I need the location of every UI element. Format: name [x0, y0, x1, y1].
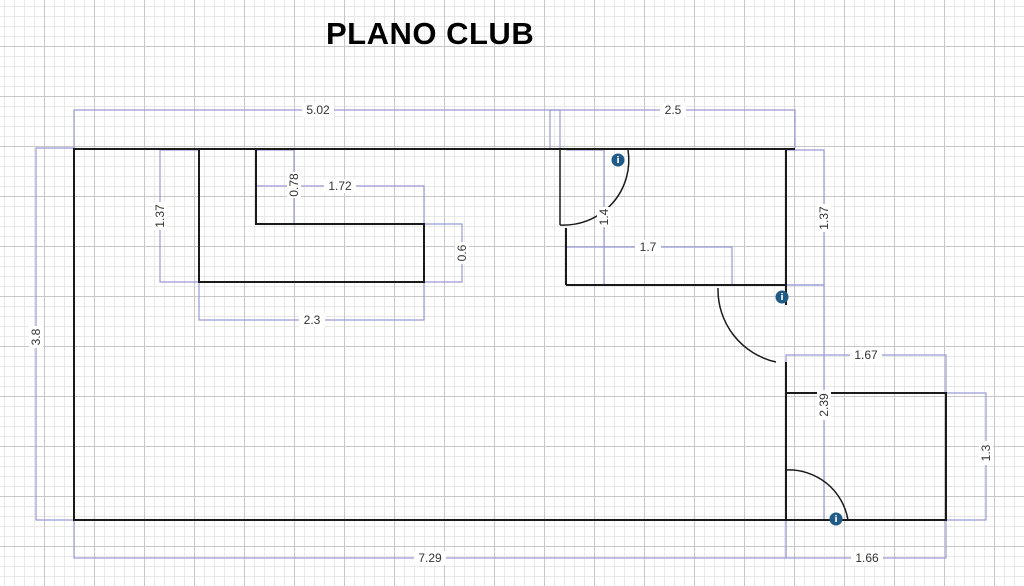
info-icon [611, 153, 625, 167]
info-icon [829, 512, 843, 526]
label-right-upper-height: 1.37 [817, 206, 831, 230]
dimension-labels: 5.02 2.5 3.8 1.37 0.78 1.72 0.6 2.3 1.4 … [29, 103, 993, 565]
label-block-height: 0.6 [455, 244, 469, 261]
label-block-width: 2.3 [304, 313, 321, 327]
wall-inner-block [198, 149, 425, 283]
svg-text:i: i [616, 156, 619, 166]
label-bottom-right-width: 1.66 [855, 551, 879, 565]
svg-text:i: i [780, 293, 783, 303]
wall-outer-perimeter [73, 148, 947, 521]
door-arc-bottom [785, 469, 849, 521]
label-top-left-width: 5.02 [306, 103, 330, 117]
info-marker-top[interactable]: i [611, 153, 625, 167]
label-right-room-height: 1.3 [979, 444, 993, 461]
label-left-room-height: 1.37 [153, 204, 167, 228]
label-notch-width: 1.72 [328, 179, 352, 193]
walls [73, 148, 947, 521]
label-right-room-width: 1.67 [854, 348, 878, 362]
info-marker-bottom[interactable]: i [829, 512, 843, 526]
svg-text:i: i [834, 515, 837, 525]
page-title: PLANO CLUB [326, 16, 535, 51]
label-notch-height: 0.78 [287, 173, 301, 197]
door-arc-middle [717, 287, 777, 363]
label-bottom-total-width: 7.29 [418, 551, 442, 565]
info-icon [775, 290, 789, 304]
info-marker-middle[interactable]: i [775, 290, 789, 304]
label-right-middle-height: 2.39 [817, 393, 831, 417]
label-left-total-height: 3.8 [29, 328, 43, 345]
dimension-lines [35, 109, 987, 559]
label-corridor-width: 1.7 [640, 240, 657, 254]
doors [559, 149, 849, 521]
door-arc-top [559, 149, 630, 226]
label-top-right-width: 2.5 [665, 103, 682, 117]
label-door-height: 1.4 [597, 208, 611, 225]
